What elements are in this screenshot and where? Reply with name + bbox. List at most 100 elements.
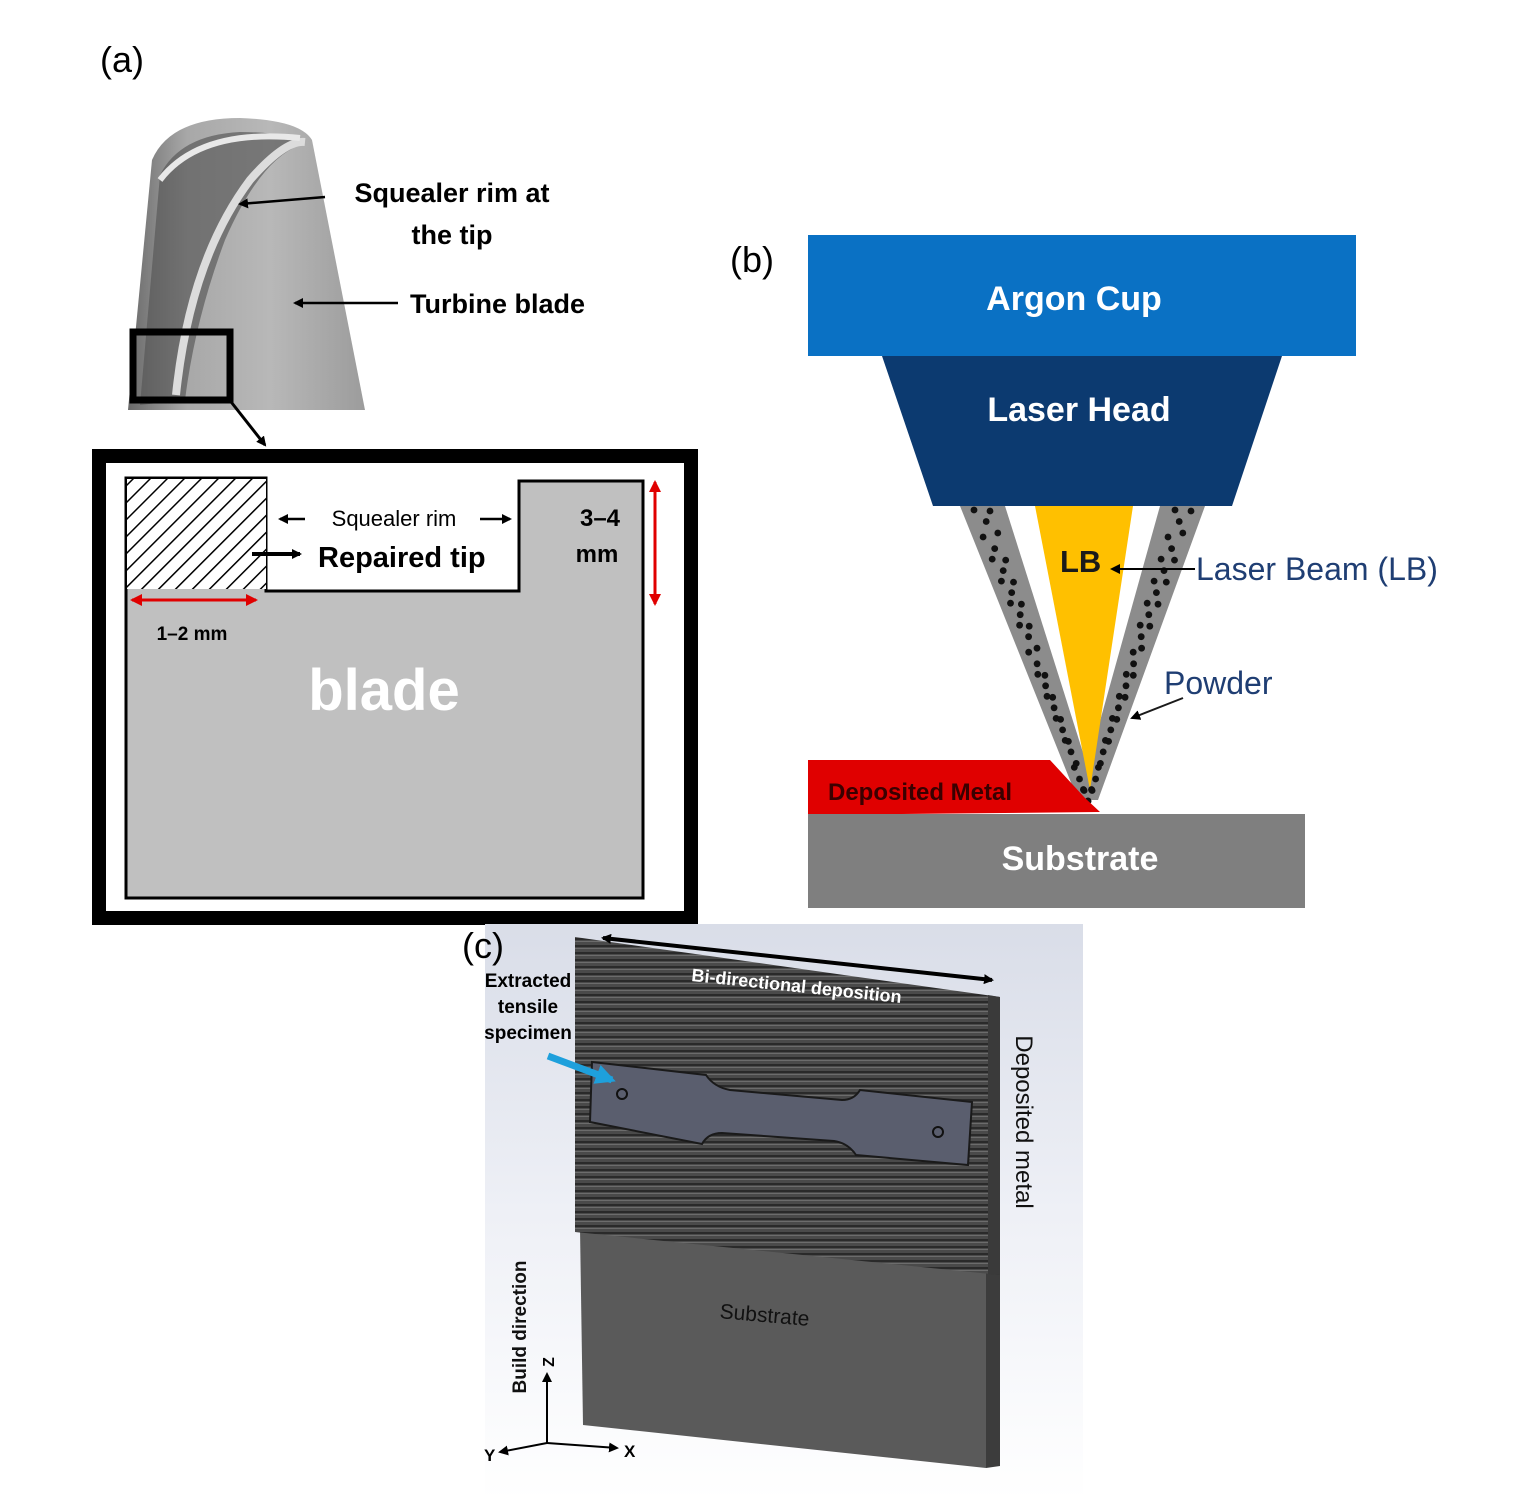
powder-particle [1034,670,1042,678]
extracted-line3: specimen [484,1023,572,1044]
powder-particle [1057,716,1064,723]
powder-particle [1171,506,1179,514]
callout-squealer-line1: Squealer rim at [354,178,549,208]
panel-b-label: (b) [730,239,774,280]
panel-c: (c) Substrate Bi-directional deposition … [462,924,1083,1500]
bidirectional-arrow [601,933,994,985]
extracted-line1: Extracted [485,971,572,992]
tensile-specimen [588,1060,974,1167]
powder-particle [1025,622,1033,630]
powder-particle [1138,644,1145,652]
powder-particle [999,567,1007,574]
powder-particle [1018,600,1025,608]
powder-particle [1076,775,1083,783]
powder-particle [986,507,994,515]
powder-particle [1179,529,1187,537]
powder-particle [970,506,978,514]
powder-particle [1153,589,1160,596]
panel-a-label: (a) [100,39,144,80]
powder-particle [1072,760,1080,767]
powder-particle [1105,738,1112,745]
laser-beam [1035,506,1133,790]
powder-particle [1016,611,1024,619]
deposited-metal [808,760,1100,815]
powder-particle [1065,738,1072,745]
zoom-box [129,328,234,404]
powder-stream-right [1078,506,1205,800]
powder-particle [1007,599,1014,607]
powder-particle [1115,704,1122,712]
laser-head-label: Laser Head [987,391,1170,429]
powder-particle [1171,556,1178,564]
detail-squealer-rim: Squealer rim [332,506,457,531]
powder-particle [1010,578,1017,586]
powder-particle [1130,660,1137,668]
powder-particle [1136,621,1144,629]
powder-particle [1145,611,1153,619]
powder-callout-arrow [1130,697,1184,720]
panel-b: (b) Argon Cup Laser Head Deposited Metal… [730,235,1438,908]
deposited-metal-c-label: Deposited metal [1010,1035,1037,1208]
powder-particle [1162,578,1170,586]
powder-particle [994,529,1002,537]
powder-particle [1168,545,1175,552]
powder-particle [1143,599,1151,607]
powder-particle [1122,670,1130,678]
powder-particle [1113,716,1121,723]
detail-blade: blade [308,658,460,723]
squealer-callout-arrow [238,195,326,209]
substrate-c [580,1228,1000,1468]
detail-height-line2: mm [576,541,619,568]
panel-a: (a) Squealer rim at the tip Turbine blad… [92,39,698,925]
powder-particle [1033,644,1041,652]
powder-particle [1150,577,1158,585]
powder-label: Powder [1164,665,1273,701]
powder-particle [1164,533,1172,541]
substrate-b [808,814,1305,908]
powder-particle [1041,671,1049,679]
powder-particle [1008,589,1016,596]
powder-particle [1002,556,1010,564]
powder-particle [1187,507,1195,515]
detail-repaired-tip: Repaired tip [318,542,486,574]
powder-particle [1107,726,1115,734]
panel-c-label: (c) [462,925,504,966]
lb-label: LB [1060,544,1101,579]
callout-turbine-blade: Turbine blade [410,289,585,319]
powder-particle [1049,693,1057,701]
powder-particle [1025,633,1032,641]
laser-beam-label: Laser Beam (LB) [1196,551,1438,587]
powder-particle [1146,622,1154,630]
powder-particle [1043,692,1051,700]
powder-particle [1092,775,1099,783]
powder-particle [1099,748,1107,756]
powder-particle [979,533,987,541]
powder-particle [1154,600,1162,608]
powder-particle [1129,648,1137,656]
powder-particle [1088,787,1096,794]
extracted-line2: tensile [498,997,558,1018]
powder-particle [988,555,996,563]
powder-particle [1122,682,1130,690]
powder-particle [1137,633,1145,641]
powder-particle [1115,692,1123,700]
powder-particle [1097,760,1104,767]
powder-particle [982,518,990,525]
specimen-pointer-arrow [546,1052,616,1084]
argon-cup-label: Argon Cup [986,280,1162,318]
powder-particle [1033,660,1041,668]
turbine-blade-illustration [128,118,365,447]
powder-particle [1025,648,1033,656]
detail-cross-section: Squealer rim Repaired tip 3–4 mm 1–2 mm … [92,449,698,925]
axis-x-label: X [624,1442,636,1461]
powder-particle [1059,726,1066,734]
laser-head [882,356,1282,506]
powder-particle [1016,621,1023,629]
powder-particle [1157,555,1165,563]
powder-particle [1129,671,1137,679]
callout-squealer-line2: the tip [412,220,493,250]
powder-particle [991,545,999,552]
powder-particle [1175,518,1183,525]
substrate-b-label: Substrate [1002,840,1159,878]
